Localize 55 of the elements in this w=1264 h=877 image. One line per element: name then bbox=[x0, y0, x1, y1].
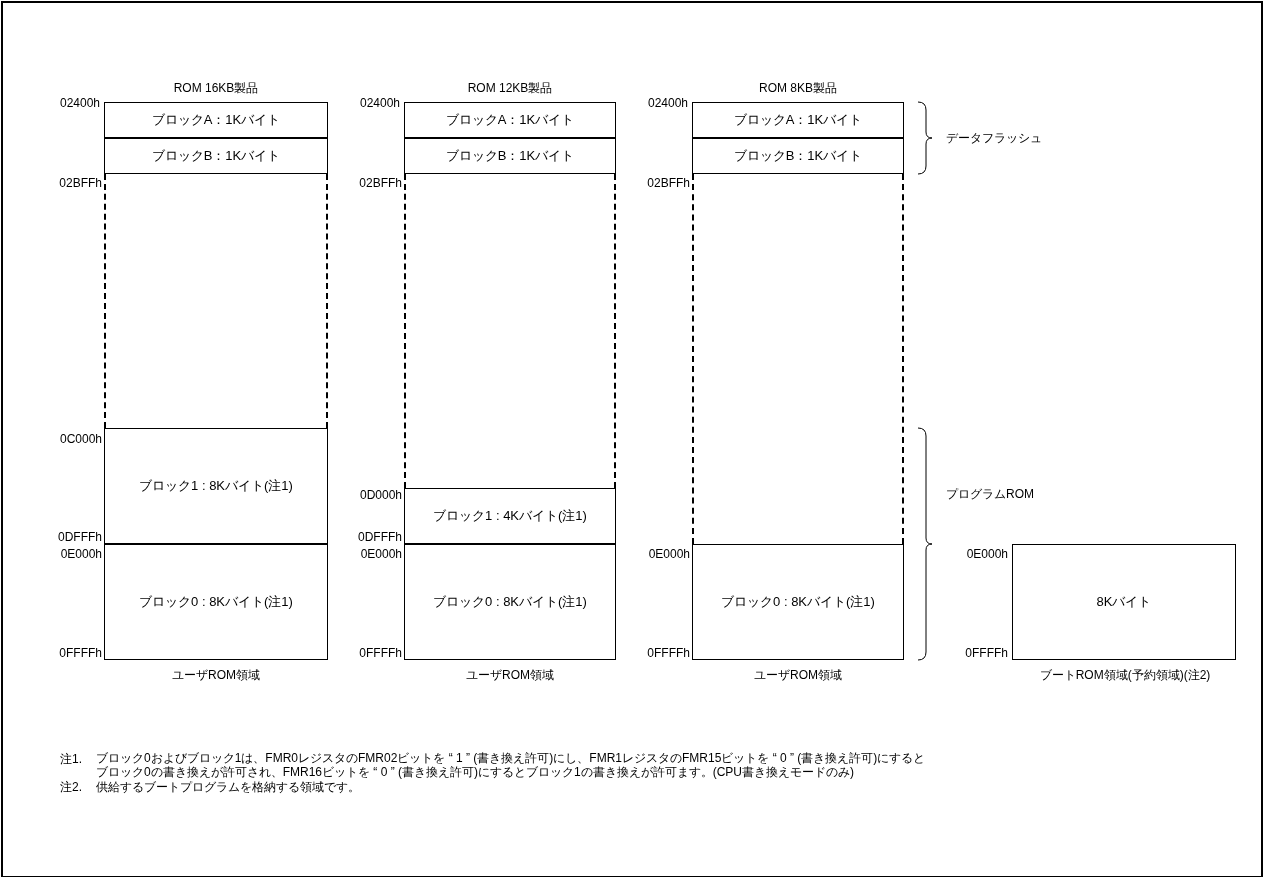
note-marker: 注2. bbox=[60, 779, 82, 796]
address-label: 0E000h bbox=[59, 547, 102, 561]
address-label: 0E000h bbox=[647, 547, 690, 561]
block-label: ブロックB：1Kバイト bbox=[445, 147, 575, 165]
memory-block bbox=[104, 428, 328, 544]
memory-block bbox=[404, 138, 616, 174]
note-text: 供給するブートプログラムを格納する領域です。 bbox=[96, 779, 360, 796]
area-caption: ユーザROM領域 bbox=[465, 667, 555, 684]
area-caption: ユーザROM領域 bbox=[171, 667, 261, 684]
block-label: ブロック1 : 8Kバイト(注1) bbox=[139, 477, 293, 495]
memory-block bbox=[104, 544, 328, 660]
region-label: データフラッシュ bbox=[946, 130, 1042, 147]
block-label: ブロックB：1Kバイト bbox=[733, 147, 863, 165]
address-label: 0E000h bbox=[965, 547, 1008, 561]
address-label: 0E000h bbox=[359, 547, 402, 561]
address-label: 0FFFFh bbox=[964, 646, 1008, 660]
column-title: ROM 16KB製品 bbox=[172, 80, 260, 97]
address-label: 02400h bbox=[58, 96, 100, 110]
address-label: 0D000h bbox=[358, 488, 402, 502]
address-label: 02BFFh bbox=[646, 176, 690, 190]
region-label: プログラムROM bbox=[946, 486, 1034, 503]
address-label: 0FFFFh bbox=[646, 646, 690, 660]
block-label: ブロック0 : 8Kバイト(注1) bbox=[721, 593, 875, 611]
block-label: ブロック1 : 4Kバイト(注1) bbox=[433, 507, 587, 525]
memory-block bbox=[1012, 544, 1236, 660]
address-label: 0DFFFh bbox=[357, 530, 402, 544]
address-label: 0FFFFh bbox=[58, 646, 102, 660]
address-label: 02BFFh bbox=[358, 176, 402, 190]
address-label: 0C000h bbox=[58, 432, 102, 446]
address-label: 0DFFFh bbox=[57, 530, 102, 544]
area-caption: ユーザROM領域 bbox=[753, 667, 843, 684]
memory-block bbox=[104, 138, 328, 174]
memory-block bbox=[692, 544, 904, 660]
block-label: ブロック0 : 8Kバイト(注1) bbox=[433, 593, 587, 611]
column-title: ROM 12KB製品 bbox=[466, 80, 554, 97]
memory-block bbox=[692, 138, 904, 174]
address-label: 0FFFFh bbox=[358, 646, 402, 660]
block-label: 8Kバイト bbox=[1096, 593, 1152, 611]
memory-block bbox=[692, 102, 904, 138]
block-label: ブロックA：1Kバイト bbox=[445, 111, 575, 129]
note-marker: 注1. bbox=[60, 751, 82, 768]
block-label: ブロックA：1Kバイト bbox=[733, 111, 863, 129]
address-label: 02400h bbox=[646, 96, 688, 110]
block-label: ブロック0 : 8Kバイト(注1) bbox=[139, 593, 293, 611]
area-caption: ブートROM領域(予約領域)(注2) bbox=[1038, 667, 1212, 684]
block-label: ブロックB：1Kバイト bbox=[151, 147, 281, 165]
memory-block bbox=[404, 544, 616, 660]
memory-block bbox=[104, 102, 328, 138]
address-label: 02400h bbox=[358, 96, 400, 110]
address-label: 02BFFh bbox=[58, 176, 102, 190]
column-title: ROM 8KB製品 bbox=[758, 80, 838, 97]
memory-block bbox=[404, 488, 616, 544]
block-label: ブロックA：1Kバイト bbox=[151, 111, 281, 129]
memory-block bbox=[404, 102, 616, 138]
note-text: ブロック0およびブロック1は、FMR0レジスタのFMR02ビットを “ 1 ” (書き換え許可)にし、FMR1レジスタのFMR15ビットを “ 0 ” (書き換え許可)にするとブロック0の書き換えが許可され、FMR16ビットを “ 0 ” (書き換え許可)にするとブロック1の書き換えが許可ます。(CPU書き換えモードのみ) bbox=[96, 751, 927, 779]
